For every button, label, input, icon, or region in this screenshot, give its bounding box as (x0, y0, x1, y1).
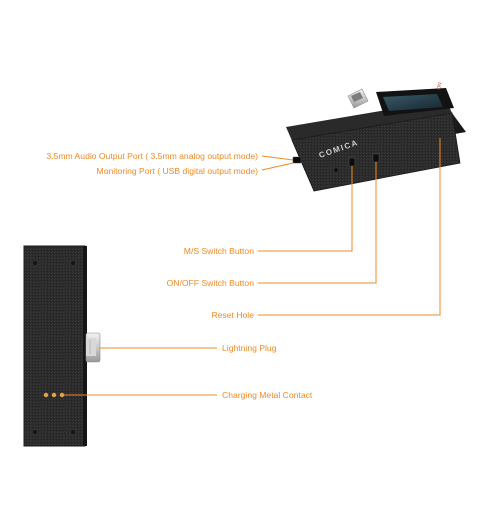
device-top-lightning-plug (347, 88, 369, 109)
label-onoff-switch: ON/OFF Switch Button (166, 278, 254, 288)
screw-icon (70, 429, 76, 435)
lightning-plug-icon (85, 332, 101, 363)
svg-text:ON: ON (436, 81, 444, 90)
label-charging-contact: Charging Metal Contact (222, 390, 313, 400)
screw-icon (32, 260, 38, 266)
ms-switch-icon (348, 157, 356, 167)
leader-monitoring-port (261, 162, 294, 171)
leader-lines (64, 138, 441, 396)
device-side-view (23, 245, 101, 447)
leader-reset-hole (258, 138, 441, 316)
device-side-body (23, 245, 86, 447)
device-screen (383, 94, 443, 111)
label-monitoring-port: Monitoring Port ( USB digital output mod… (96, 166, 258, 176)
device-angled-view: ON COMICA (286, 81, 466, 192)
label-lightning-plug: Lightning Plug (222, 343, 277, 353)
onoff-switch-icon (372, 153, 380, 163)
label-ms-switch: M/S Switch Button (183, 246, 254, 256)
reset-hole-icon (334, 168, 338, 172)
leader-onoff-switch (258, 162, 377, 284)
label-reset-hole: Reset Hole (211, 310, 254, 320)
screw-icon (70, 260, 76, 266)
leader-audio-port (261, 155, 294, 161)
label-audio-output-port: 3.5mm Audio Output Port ( 3.5mm analog o… (46, 151, 258, 161)
charging-contact-icon (43, 392, 65, 398)
leader-ms-switch (258, 166, 353, 252)
screw-icon (32, 429, 38, 435)
audio-port-icon (292, 156, 302, 164)
